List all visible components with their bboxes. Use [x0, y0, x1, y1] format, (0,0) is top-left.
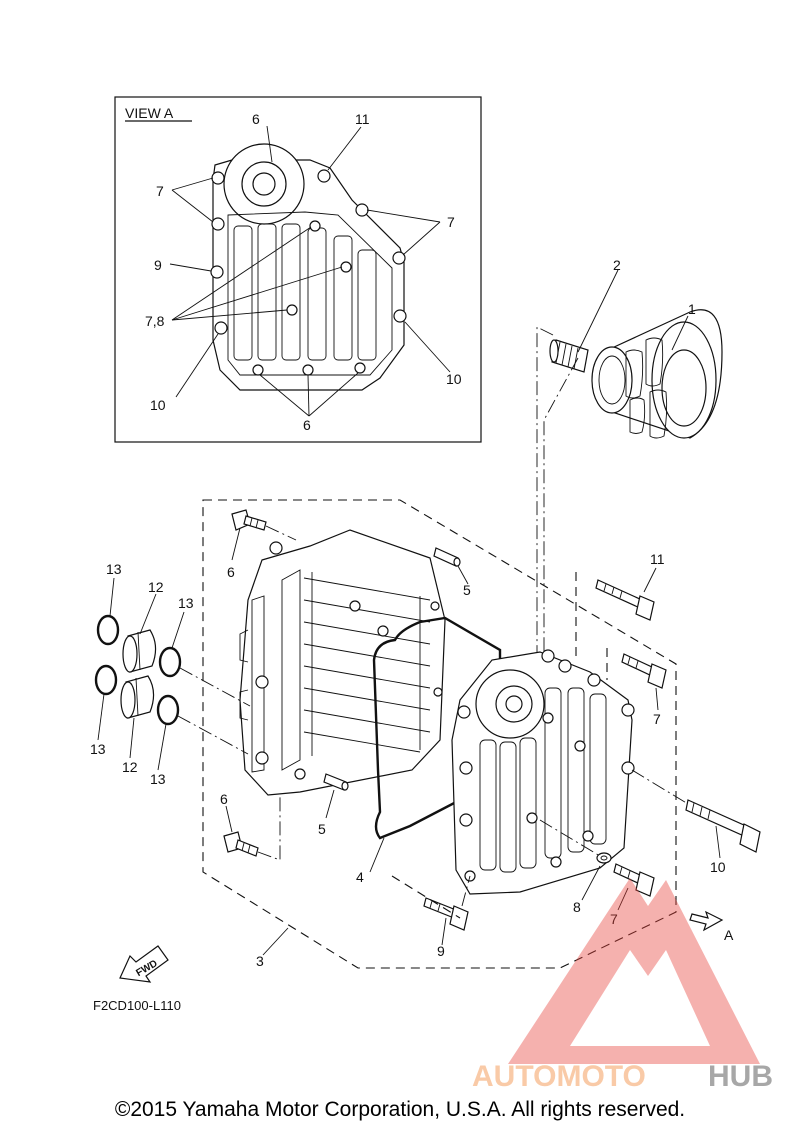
callout-1: 1: [688, 301, 696, 317]
view-callout-6-bottom: 6: [303, 417, 311, 433]
washer-8: [596, 852, 612, 864]
callout-11: 11: [650, 551, 665, 567]
o-ring-upper-right: [158, 646, 182, 678]
dowel-pin-lower: [323, 773, 349, 791]
bolt-7-lower: [613, 863, 655, 897]
view-a-cover-outline: [212, 159, 405, 391]
view-a-arrow-label: A: [724, 927, 734, 943]
assembly-boundary: [202, 499, 677, 969]
collar-upper: [122, 629, 157, 673]
oil-pan-body: [239, 529, 446, 796]
callout-2: 2: [613, 257, 621, 273]
bolt-10: [685, 799, 761, 853]
watermark-text-primary: AUTOMOTO: [472, 1060, 646, 1093]
view-callout-7-left: 7: [156, 183, 164, 199]
bolt-7-upper: [621, 653, 667, 689]
bolt-6-upper: [231, 509, 267, 531]
bolt-11: [595, 579, 655, 621]
view-callout-10-left: 10: [150, 397, 166, 413]
view-callout-7-right: 7: [447, 214, 455, 230]
watermark-text-secondary: HUB: [708, 1060, 773, 1093]
callout-13-a: 13: [106, 561, 122, 577]
drawing-code: F2CD100-L110: [93, 998, 181, 1013]
view-callout-7-8: 7,8: [145, 313, 165, 329]
filter-nipple: [549, 339, 589, 373]
callout-13-c: 13: [90, 741, 106, 757]
view-callout-9: 9: [154, 257, 162, 273]
o-ring-upper-left: [96, 614, 120, 646]
bolt-9: [423, 897, 469, 931]
callout-6-lower: 6: [220, 791, 228, 807]
callout-5-lower: 5: [318, 821, 326, 837]
callout-4: 4: [356, 869, 364, 885]
callout-7-lower: 7: [610, 911, 618, 927]
bolt-6-lower: [223, 831, 259, 857]
callout-8: 8: [573, 899, 581, 915]
callout-7-upper: 7: [653, 711, 661, 727]
copyright-notice: ©2015 Yamaha Motor Corporation, U.S.A. A…: [114, 1098, 686, 1121]
callout-13-b: 13: [178, 595, 194, 611]
view-a-inset: VIEW A: [114, 96, 482, 443]
dowel-pin-upper: [433, 547, 461, 567]
o-ring-lower-right: [156, 694, 180, 726]
callout-13-d: 13: [150, 771, 166, 787]
automotohub-watermark: AUTOMOTO HUB: [472, 878, 773, 1093]
callout-3: 3: [256, 953, 264, 969]
fwd-arrow: FWD: [119, 945, 169, 983]
view-callout-6-top: 6: [252, 111, 260, 127]
collar-lower: [120, 675, 155, 719]
callout-5-upper: 5: [463, 582, 471, 598]
view-a-arrow: A: [689, 910, 734, 943]
filter-cover: [451, 649, 635, 895]
view-callout-10-right: 10: [446, 371, 462, 387]
callout-9: 9: [437, 943, 445, 959]
callout-6-upper: 6: [227, 564, 235, 580]
callout-10: 10: [710, 859, 726, 875]
callout-12-lower: 12: [122, 759, 138, 775]
o-ring-lower-left: [94, 664, 118, 696]
gasket: [372, 616, 502, 840]
callout-12-upper: 12: [148, 579, 164, 595]
watermark-logo: [508, 878, 760, 1064]
view-a-label: VIEW A: [125, 105, 174, 121]
view-callout-11: 11: [355, 111, 370, 127]
oil-filter: [591, 309, 723, 439]
